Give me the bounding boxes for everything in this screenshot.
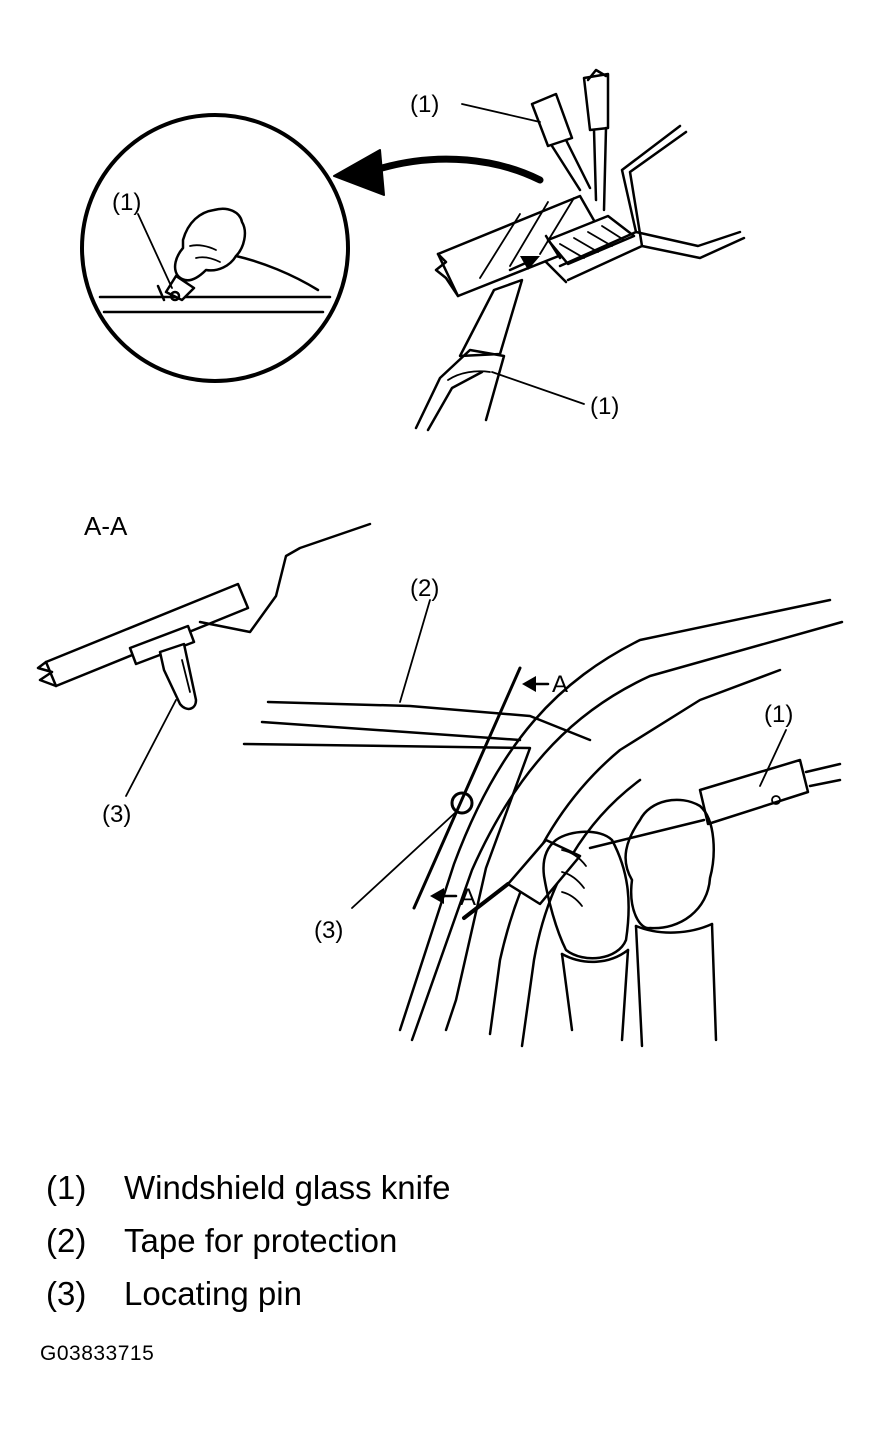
section-label: A-A xyxy=(84,511,128,541)
callout-bottom-tape: (2) xyxy=(410,575,439,602)
windshield-glass-knife-detail xyxy=(414,256,540,432)
section-arrow-lower: A xyxy=(460,884,476,911)
leader-section-pin xyxy=(125,699,177,797)
legend-item-knife: (1) Windshield glass knife xyxy=(46,1168,451,1221)
leader-top-tape xyxy=(461,103,541,123)
section-arrow-upper: A xyxy=(552,671,568,698)
callout-top-knife: (1) xyxy=(590,393,619,420)
legend-number: (1) xyxy=(46,1169,87,1206)
leader-tape xyxy=(399,599,431,703)
magnify-arrow xyxy=(333,149,544,196)
protection-tape-tool xyxy=(530,68,610,212)
top-detail-illustration: (1) (1) (1) xyxy=(80,68,746,432)
callout-top-circle: (1) xyxy=(112,189,141,216)
leader-top-knife xyxy=(491,371,585,405)
legend-number: (3) xyxy=(46,1275,87,1312)
detail-magnifier-circle xyxy=(80,113,350,383)
leader-bottom-knife xyxy=(759,729,787,787)
callout-section-pin: (3) xyxy=(102,801,131,828)
legend-text: Locating pin xyxy=(124,1275,302,1312)
leader-top-circle xyxy=(137,213,173,289)
legend-item-tape: (2) Tape for protection xyxy=(46,1221,451,1274)
section-a-a-view: A-A (3) xyxy=(36,511,372,828)
legend-number: (2) xyxy=(46,1222,87,1259)
glass-cross-section xyxy=(434,124,746,298)
windshield-corner-view: A A (2) (3) (1) xyxy=(242,575,844,1048)
callout-bottom-pin: (3) xyxy=(314,917,343,944)
legend-text: Windshield glass knife xyxy=(124,1169,451,1206)
legend-text: Tape for protection xyxy=(124,1222,398,1259)
callout-bottom-knife: (1) xyxy=(764,701,793,728)
callout-top-tape: (1) xyxy=(410,91,439,118)
legend-item-pin: (3) Locating pin xyxy=(46,1274,451,1327)
leader-locating-pin xyxy=(351,811,457,909)
legend: (1) Windshield glass knife (2) Tape for … xyxy=(46,1168,451,1327)
figure-id: G03833715 xyxy=(40,1342,155,1365)
